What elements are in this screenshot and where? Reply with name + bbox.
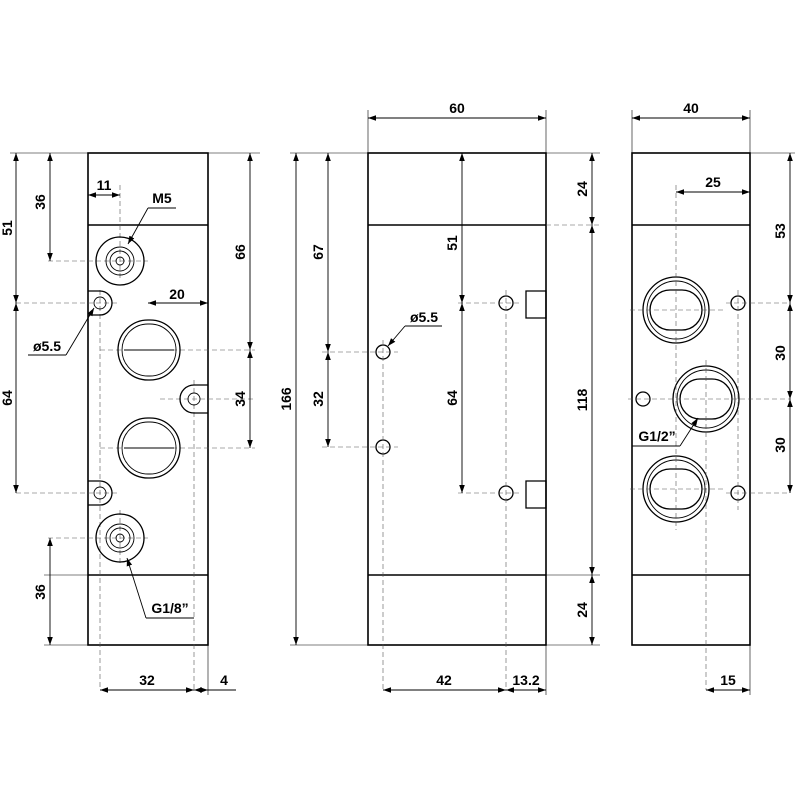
- mounting-hole-right-mid: [179, 384, 208, 414]
- dim-front-24-bottom: 24: [574, 602, 590, 618]
- dim-left-34: 34: [232, 391, 248, 407]
- dim-left-51: 51: [0, 220, 15, 236]
- dim-left-20: 20: [169, 286, 185, 302]
- dim-side-30-bottom: 30: [772, 437, 788, 453]
- dim-side-25: 25: [705, 174, 721, 190]
- mounting-hole-left-top: [88, 290, 113, 316]
- dim-side-40: 40: [683, 100, 699, 116]
- dim-side-30-top: 30: [772, 345, 788, 361]
- dim-left-11: 11: [97, 177, 112, 193]
- leader-line: [679, 417, 699, 447]
- dim-left-66: 66: [232, 244, 248, 260]
- front-view-body: [367, 152, 547, 646]
- dim-front-166: 166: [278, 387, 294, 411]
- dim-left-4: 4: [220, 672, 228, 688]
- dim-front-24-top: 24: [574, 181, 590, 197]
- front-boss-lower: [525, 480, 547, 509]
- dim-left-36-bottom: 36: [32, 584, 48, 600]
- mounting-hole-left-bottom: [88, 480, 113, 506]
- front-view: 60 166 67 32 ø5.5 51 64 24 118 24 42 13.…: [278, 100, 600, 695]
- leader-line: [126, 557, 147, 619]
- label-side-g12: G1/2”: [638, 428, 675, 444]
- dim-side-53: 53: [772, 223, 788, 239]
- dim-left-36-top: 36: [32, 194, 48, 210]
- front-boss-upper: [525, 290, 547, 319]
- dim-left-32: 32: [139, 672, 155, 688]
- dim-front-42: 42: [436, 672, 452, 688]
- dim-front-60: 60: [449, 100, 465, 116]
- leader-line: [127, 207, 149, 245]
- left-view: 51 36 11 M5 64 ø5.5 20 66 34 36 G1/8” 32…: [0, 152, 260, 695]
- side-view: 40 25 53 30 30 G1/2” 15: [628, 100, 795, 695]
- label-front-dia-5-5: ø5.5: [410, 309, 438, 325]
- oval-port-upper: [117, 319, 181, 381]
- label-left-dia-5-5: ø5.5: [33, 338, 61, 354]
- dim-front-13-2: 13.2: [512, 672, 539, 688]
- label-left-m5: M5: [152, 190, 172, 206]
- left-view-body: [87, 152, 209, 646]
- dim-side-15: 15: [720, 672, 736, 688]
- dim-front-64: 64: [444, 390, 460, 406]
- dim-front-51: 51: [444, 235, 460, 251]
- dim-left-64: 64: [0, 390, 15, 406]
- g18-port-bottom: [95, 513, 145, 563]
- dim-front-67: 67: [310, 244, 326, 260]
- m5-port-top: [95, 236, 145, 286]
- label-left-g18: G1/8”: [151, 600, 188, 616]
- oval-port-lower: [117, 417, 181, 479]
- g12-port-middle: [672, 365, 740, 433]
- leader-line: [65, 307, 95, 356]
- dim-front-118: 118: [574, 388, 590, 411]
- leader-line: [387, 325, 406, 347]
- dim-front-32: 32: [310, 391, 326, 407]
